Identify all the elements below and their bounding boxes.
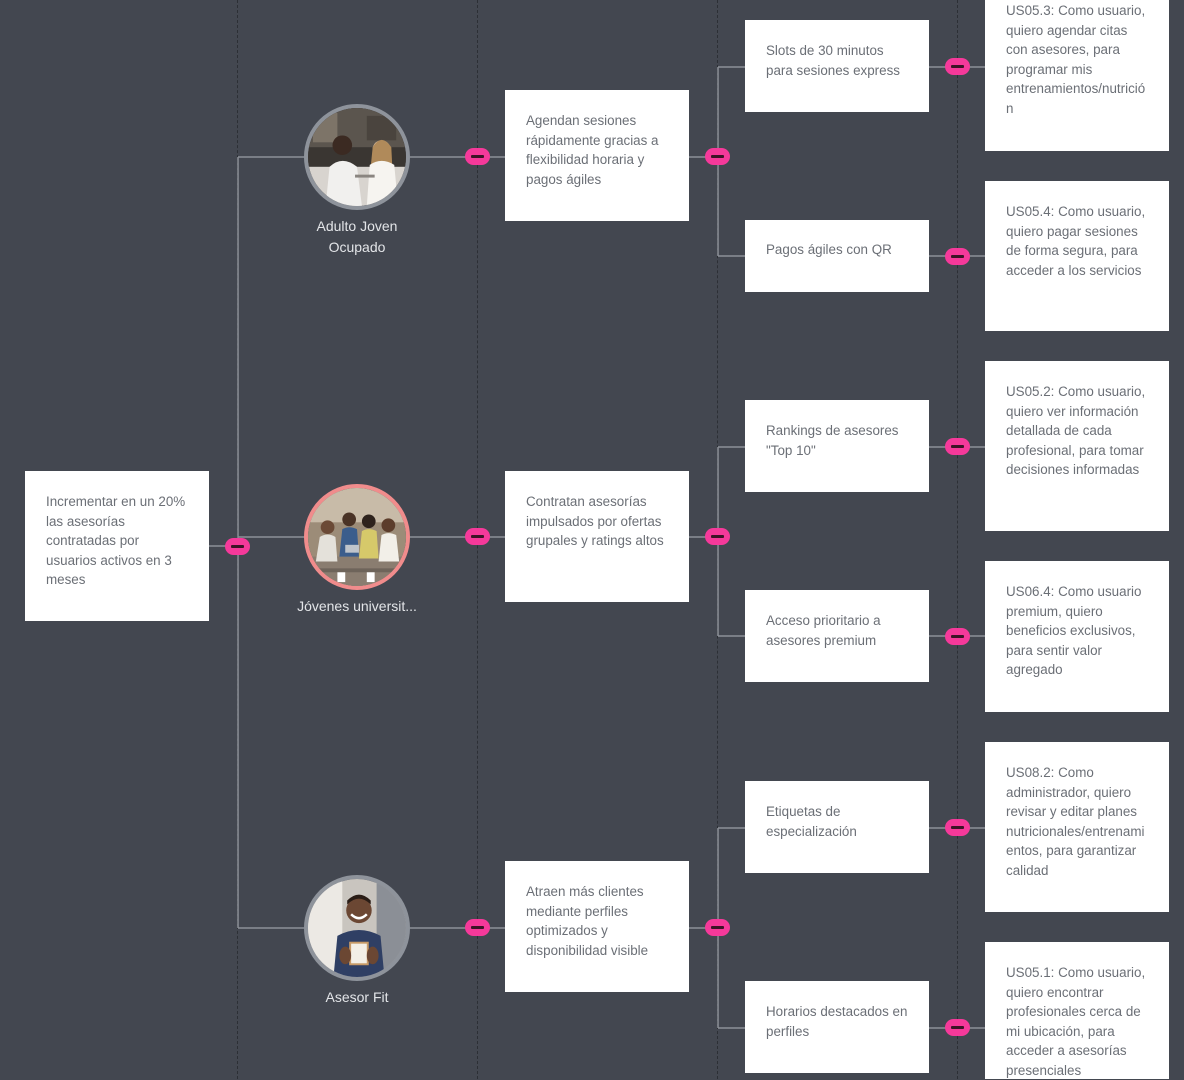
collapse-minus-icon[interactable] <box>945 1019 970 1036</box>
feature-card[interactable]: Slots de 30 minutos para sesiones expres… <box>745 20 929 112</box>
persona-label: Asesor Fit <box>325 989 389 1005</box>
collapse-minus-icon[interactable] <box>945 628 970 645</box>
column-guide <box>957 0 958 1079</box>
collapse-minus-icon[interactable] <box>945 58 970 75</box>
user-story-card[interactable]: US06.4: Como usuario premium, quiero ben… <box>985 561 1169 712</box>
impact-card[interactable]: Atraen más clientes mediante perfiles op… <box>505 861 689 992</box>
collapse-minus-icon[interactable] <box>945 438 970 455</box>
feature-card[interactable]: Pagos ágiles con QR <box>745 220 929 292</box>
students-group-photo-icon <box>308 488 406 586</box>
feature-card[interactable]: Horarios destacados en perfiles <box>745 981 929 1073</box>
persona-avatar[interactable] <box>304 484 410 590</box>
collapse-minus-icon[interactable] <box>705 528 730 545</box>
user-story-card[interactable]: US05.3: Como usuario, quiero agendar cit… <box>985 0 1169 151</box>
persona-label: Adulto Joven Ocupado <box>316 218 398 255</box>
office-people-photo-icon <box>308 108 406 206</box>
persona-avatar[interactable] <box>304 104 410 210</box>
collapse-minus-icon[interactable] <box>465 919 490 936</box>
collapse-minus-icon[interactable] <box>465 148 490 165</box>
persona-label: Jóvenes universit... <box>297 598 417 614</box>
feature-card[interactable]: Etiquetas de especialización <box>745 781 929 873</box>
feature-card[interactable]: Rankings de asesores "Top 10" <box>745 400 929 492</box>
impact-card[interactable]: Agendan sesiones rápidamente gracias a f… <box>505 90 689 221</box>
impact-card[interactable]: Contratan asesorías impulsados por ofert… <box>505 471 689 602</box>
collapse-minus-icon[interactable] <box>705 148 730 165</box>
persona-avatar[interactable] <box>304 875 410 981</box>
user-story-card[interactable]: US05.4: Como usuario, quiero pagar sesio… <box>985 181 1169 331</box>
fitness-coach-photo-icon <box>308 879 406 977</box>
collapse-minus-icon[interactable] <box>945 819 970 836</box>
collapse-minus-icon[interactable] <box>705 919 730 936</box>
user-story-card[interactable]: US05.2: Como usuario, quiero ver informa… <box>985 361 1169 531</box>
collapse-minus-icon[interactable] <box>225 538 250 555</box>
goal-card[interactable]: Incrementar en un 20% las asesorías cont… <box>25 471 209 621</box>
user-story-card[interactable]: US08.2: Como administrador, quiero revis… <box>985 742 1169 912</box>
feature-card[interactable]: Acceso prioritario a asesores premium <box>745 590 929 682</box>
user-story-card[interactable]: US05.1: Como usuario, quiero encontrar p… <box>985 942 1169 1079</box>
collapse-minus-icon[interactable] <box>945 248 970 265</box>
collapse-minus-icon[interactable] <box>465 528 490 545</box>
